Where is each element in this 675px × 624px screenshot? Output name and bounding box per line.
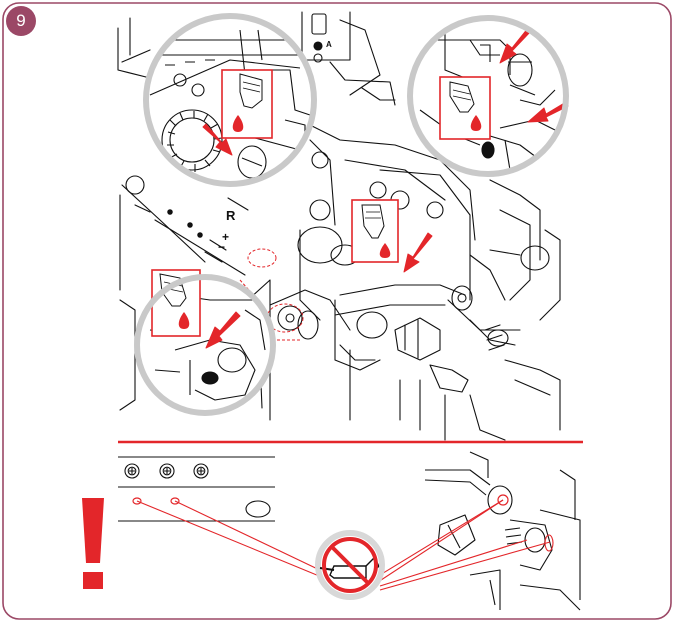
step-number-badge: 9 — [6, 6, 36, 36]
screw-icon — [159, 463, 175, 479]
oil-drop-icon — [470, 115, 482, 131]
machine-illustration — [117, 11, 561, 441]
pointer-lines — [136, 499, 554, 591]
oil-point-center — [351, 199, 399, 263]
arrow-icon — [205, 311, 241, 349]
screw-icon — [124, 463, 140, 479]
oil-drop-icon — [232, 115, 244, 132]
oil-drop-icon — [178, 312, 190, 329]
dial-label-r: R — [226, 208, 236, 223]
warning-exclamation-icon — [82, 498, 104, 589]
oil-drop-icon — [379, 243, 391, 258]
dial-label-minus: − — [218, 240, 226, 254]
zoom-detail-bottom — [134, 269, 276, 416]
needle-plate-detail — [118, 456, 275, 522]
knob-label-a: A — [326, 40, 332, 49]
no-oil-icon — [315, 530, 385, 600]
zoom-detail-left — [143, 13, 317, 187]
dial-label-plus: + — [222, 230, 230, 244]
looper-detail — [424, 451, 581, 611]
arrow-icon — [403, 232, 433, 273]
arrow-icon — [499, 27, 532, 64]
zoom-detail-right — [407, 15, 569, 177]
screw-icon — [193, 463, 209, 479]
arrow-icon — [202, 123, 233, 156]
